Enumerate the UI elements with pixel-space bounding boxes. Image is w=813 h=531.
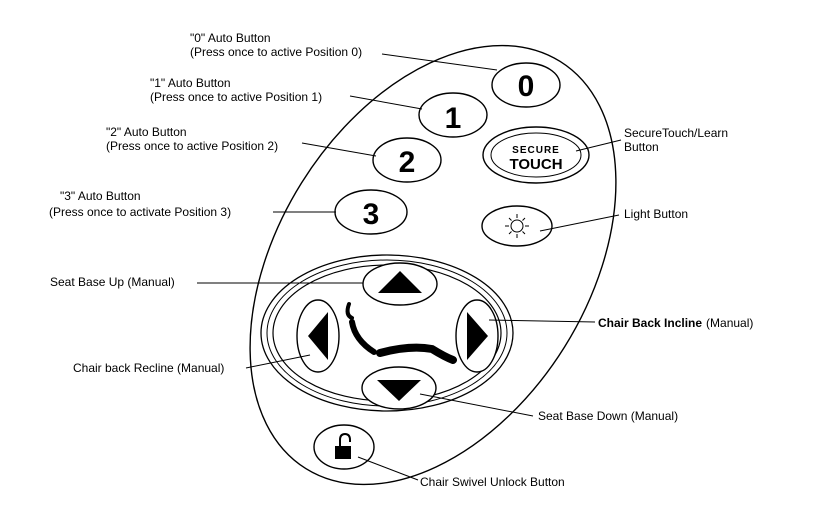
label-chair-back-incline: Chair Back Incline (Manual) (598, 316, 753, 330)
position-0-button[interactable]: 0 (491, 62, 561, 108)
label-seat-base-up: Seat Base Up (Manual) (50, 275, 175, 289)
secure-touch-logo-top: SECURE (512, 145, 560, 156)
leader-incline (488, 319, 596, 323)
leader-recline (245, 354, 311, 369)
leader-swivel (357, 456, 419, 481)
chair-back-incline-button[interactable] (455, 299, 499, 373)
seat-base-down-button[interactable] (361, 366, 437, 410)
leader-0 (381, 53, 498, 71)
position-2-glyph: 2 (399, 146, 416, 179)
label-chair-back-incline-bold: Chair Back Incline (598, 316, 702, 330)
leader-2 (301, 142, 377, 157)
label-position-3-title: "3" Auto Button (60, 189, 141, 203)
position-0-glyph: 0 (518, 70, 535, 103)
secure-touch-button[interactable]: SECURE TOUCH (482, 126, 590, 184)
arrow-left-icon (308, 312, 328, 360)
leader-secure (575, 139, 622, 152)
position-1-button[interactable]: 1 (418, 92, 488, 138)
position-3-button[interactable]: 3 (334, 189, 408, 235)
position-3-glyph: 3 (363, 198, 380, 231)
chair-icon (345, 302, 457, 364)
position-2-button[interactable]: 2 (372, 137, 442, 183)
label-position-3-subtitle: (Press once to activate Position 3) (49, 205, 231, 219)
label-position-1-title: "1" Auto Button (150, 76, 231, 90)
unlock-icon (335, 432, 351, 459)
label-position-2-subtitle: (Press once to active Position 2) (106, 139, 278, 153)
label-secure-touch-line2: Button (624, 140, 659, 154)
sun-icon (505, 214, 529, 238)
arrow-down-icon (377, 380, 421, 401)
position-1-glyph: 1 (445, 102, 462, 135)
arrow-right-icon (467, 312, 488, 360)
label-chair-back-incline-suffix: (Manual) (706, 316, 753, 330)
leader-seat-down (419, 393, 534, 417)
label-seat-base-down: Seat Base Down (Manual) (538, 409, 678, 423)
chair-back-recline-button[interactable] (296, 299, 340, 373)
label-position-0-subtitle: (Press once to active Position 0) (190, 45, 362, 59)
light-button[interactable] (481, 205, 553, 247)
leader-1 (349, 95, 423, 110)
label-chair-back-recline: Chair back Recline (Manual) (73, 361, 224, 375)
label-light-button: Light Button (624, 207, 688, 221)
seat-base-up-button[interactable] (362, 262, 438, 306)
secure-touch-logo-bottom: TOUCH (509, 156, 562, 173)
label-position-2-title: "2" Auto Button (106, 125, 187, 139)
leader-light (539, 214, 620, 232)
label-chair-swivel-unlock: Chair Swivel Unlock Button (420, 475, 565, 489)
chair-swivel-unlock-button[interactable] (313, 424, 375, 470)
label-position-1-subtitle: (Press once to active Position 1) (150, 90, 322, 104)
arrow-up-icon (378, 271, 422, 293)
label-secure-touch-line1: SecureTouch/Learn (624, 126, 728, 140)
label-position-0-title: "0" Auto Button (190, 31, 271, 45)
